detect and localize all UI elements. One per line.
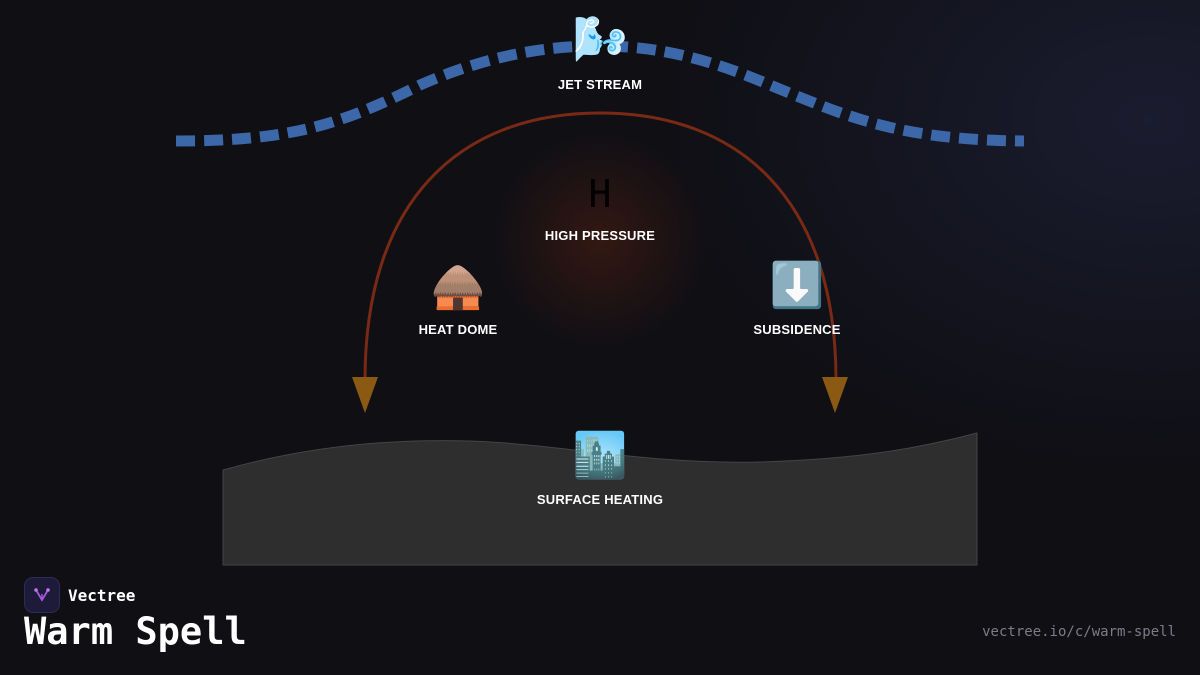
jet-stream-line [175, 40, 1025, 147]
brand[interactable]: Vectree [24, 577, 135, 613]
source-url-link[interactable]: vectree.io/c/warm-spell [982, 624, 1176, 640]
ground-surface [222, 432, 978, 566]
hut-icon: 🛖 [430, 261, 486, 312]
page-title: Warm Spell [24, 610, 247, 653]
high-pressure-label: HIGH PRESSURE [544, 228, 656, 243]
subsidence-label: SUBSIDENCE [753, 322, 841, 337]
high-pressure-letter: H [588, 172, 612, 216]
cityscape-icon: 🏙️ [572, 430, 628, 481]
left-arrowhead [352, 377, 378, 413]
brand-name: Vectree [68, 585, 136, 605]
heat-dome-label: HEAT DOME [418, 322, 498, 337]
jet-stream-label: JET STREAM [557, 77, 643, 92]
right-arrowhead [822, 377, 848, 413]
surface-heating-label: SURFACE HEATING [536, 492, 664, 507]
vectree-logo-icon [24, 577, 60, 613]
down-arrow-icon: ⬇️ [769, 260, 825, 311]
heat-dome-arc [363, 111, 838, 381]
wind-face-icon: 🌬️ [572, 14, 628, 65]
